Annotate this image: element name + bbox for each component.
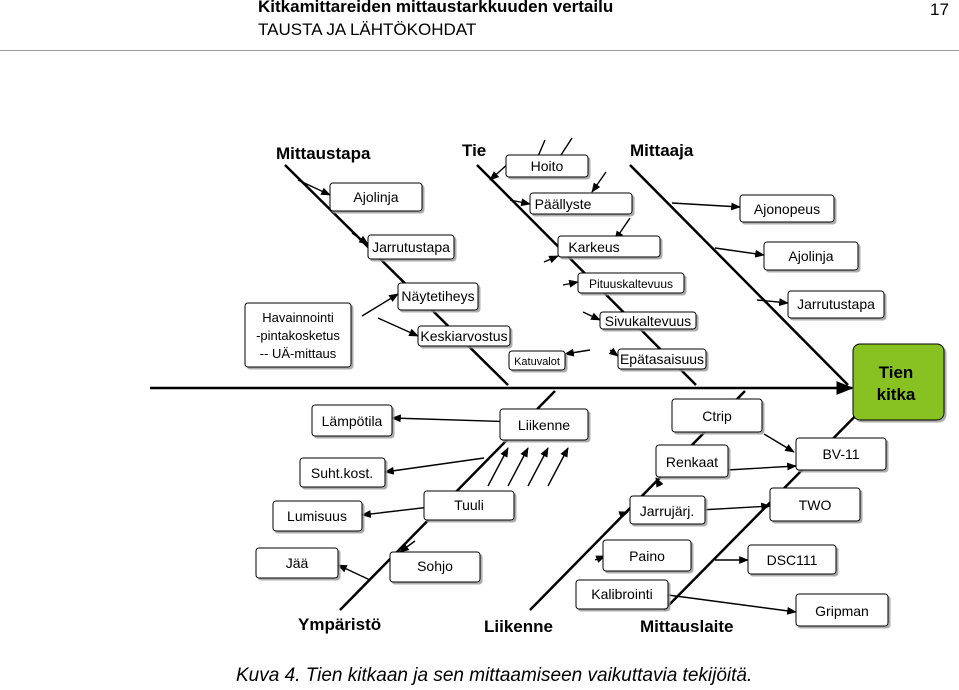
cause-sohjo: Sohjo: [389, 551, 481, 583]
cause-kalibrointi: Kalibrointi: [575, 579, 669, 610]
svg-text:Suht.kost.: Suht.kost.: [311, 465, 373, 481]
svg-text:Näytetiheys: Näytetiheys: [401, 288, 474, 304]
cause-katuvalot: Katuvalot: [508, 350, 566, 371]
svg-text:-- UÄ-mittaus: -- UÄ-mittaus: [260, 346, 337, 361]
svg-text:Jarrutustapa: Jarrutustapa: [797, 296, 875, 312]
section-subtitle: TAUSTA JA LÄHTÖKOHDAT: [258, 20, 477, 39]
cause-pituuskaltevuus: Pituuskaltevuus: [577, 272, 685, 294]
cause-epatasaisuus: Epätasaisuus: [617, 348, 707, 370]
svg-text:Ajonopeus: Ajonopeus: [754, 201, 820, 217]
svg-text:Karkeus: Karkeus: [568, 239, 619, 255]
svg-text:Lämpötila: Lämpötila: [322, 413, 383, 429]
cause-keskiarvostus: Keskiarvostus: [417, 325, 511, 347]
cause-liikenne: Liikenne: [499, 408, 589, 441]
svg-text:Ajolinja: Ajolinja: [788, 248, 833, 264]
bone-mittaaja: [629, 164, 849, 386]
svg-text:Sivukaltevuus: Sivukaltevuus: [605, 313, 691, 329]
cause-naytetiheys: Näytetiheys: [397, 282, 479, 311]
cause-ajolinja-2: Ajolinja: [763, 241, 859, 271]
cause-jarrutustapa-1: Jarrutustapa: [367, 234, 455, 260]
cause-gripman: Gripman: [795, 593, 889, 627]
cause-jarrutustapa-2: Jarrutustapa: [787, 290, 885, 319]
cause-ajolinja-1: Ajolinja: [329, 182, 423, 212]
category-mittaaja: Mittaaja: [630, 141, 694, 160]
svg-text:BV-11: BV-11: [822, 446, 859, 462]
svg-text:-pintakosketus: -pintakosketus: [256, 328, 340, 343]
cause-boxes: Ajolinja Jarrutustapa Näytetiheys Havain…: [244, 154, 889, 627]
cause-jaa: Jää: [255, 547, 339, 579]
bone-mittaustapa: [284, 164, 509, 386]
effect-box: Tien kitka: [852, 343, 945, 421]
svg-text:TWO: TWO: [799, 497, 832, 513]
svg-text:Jää: Jää: [286, 555, 309, 571]
figure-caption: Kuva 4. Tien kitkaan ja sen mittaamiseen…: [236, 665, 753, 686]
cause-dsc111: DSC111: [747, 544, 837, 575]
svg-text:Hoito: Hoito: [531, 158, 564, 174]
effect-label-line2: kitka: [877, 385, 916, 404]
svg-text:Liikenne: Liikenne: [518, 417, 570, 433]
svg-text:Ctrip: Ctrip: [702, 408, 732, 424]
svg-text:Jarrujärj.: Jarrujärj.: [640, 503, 694, 519]
svg-text:Päällyste: Päällyste: [535, 196, 592, 212]
cause-jarrujarj: Jarrujärj.: [629, 495, 706, 525]
category-mittauslaite: Mittauslaite: [640, 617, 734, 636]
svg-text:Gripman: Gripman: [815, 603, 869, 619]
cause-ctrip: Ctrip: [671, 398, 763, 433]
cause-havainnointi: Havainnointi -pintakosketus -- UÄ-mittau…: [244, 302, 352, 368]
cause-paallyste: Päällyste: [529, 192, 633, 215]
svg-text:Renkaat: Renkaat: [666, 454, 718, 470]
category-ymparisto: Ympäristö: [298, 615, 381, 634]
cause-karkeus: Karkeus: [557, 235, 661, 258]
cause-renkaat: Renkaat: [655, 444, 729, 478]
fishbone-lines: [150, 164, 881, 611]
cause-tuuli: Tuuli: [423, 490, 515, 521]
cause-paino: Paino: [602, 539, 692, 572]
cause-suht-kost: Suht.kost.: [299, 457, 386, 488]
effect-label-line1: Tien: [879, 363, 914, 382]
document-title: Kitkamittareiden mittaustarkkuuden verta…: [258, 0, 614, 16]
svg-text:Keskiarvostus: Keskiarvostus: [420, 328, 507, 344]
svg-text:DSC111: DSC111: [767, 552, 818, 568]
cause-hoito: Hoito: [505, 154, 589, 178]
cause-sivukaltevuus: Sivukaltevuus: [599, 311, 697, 330]
category-labels: Mittaustapa Tie Mittaaja Ympäristö Liike…: [276, 141, 734, 636]
category-liikenne: Liikenne: [484, 617, 553, 636]
svg-text:Paino: Paino: [629, 548, 665, 564]
cause-two: TWO: [769, 487, 861, 522]
svg-text:Sohjo: Sohjo: [417, 558, 453, 574]
svg-text:Lumisuus: Lumisuus: [287, 508, 347, 524]
cause-arrows: [297, 137, 797, 615]
page-number: 17: [930, 0, 949, 19]
svg-text:Kalibrointi: Kalibrointi: [591, 586, 652, 602]
header-divider: [0, 50, 959, 51]
cause-lumisuus: Lumisuus: [272, 500, 363, 532]
cause-lampotila: Lämpötila: [311, 404, 393, 437]
category-mittaustapa: Mittaustapa: [276, 144, 371, 163]
svg-text:Havainnointi: Havainnointi: [262, 310, 334, 325]
svg-text:Tuuli: Tuuli: [454, 497, 484, 513]
svg-text:Jarrutustapa: Jarrutustapa: [372, 239, 450, 255]
svg-text:Epätasaisuus: Epätasaisuus: [620, 351, 704, 367]
cause-ajonopeus: Ajonopeus: [739, 194, 835, 223]
svg-text:Pituuskaltevuus: Pituuskaltevuus: [589, 277, 673, 291]
svg-text:Katuvalot: Katuvalot: [514, 356, 560, 368]
svg-text:Ajolinja: Ajolinja: [353, 189, 398, 205]
category-tie: Tie: [462, 141, 486, 160]
cause-bv11: BV-11: [795, 437, 887, 471]
